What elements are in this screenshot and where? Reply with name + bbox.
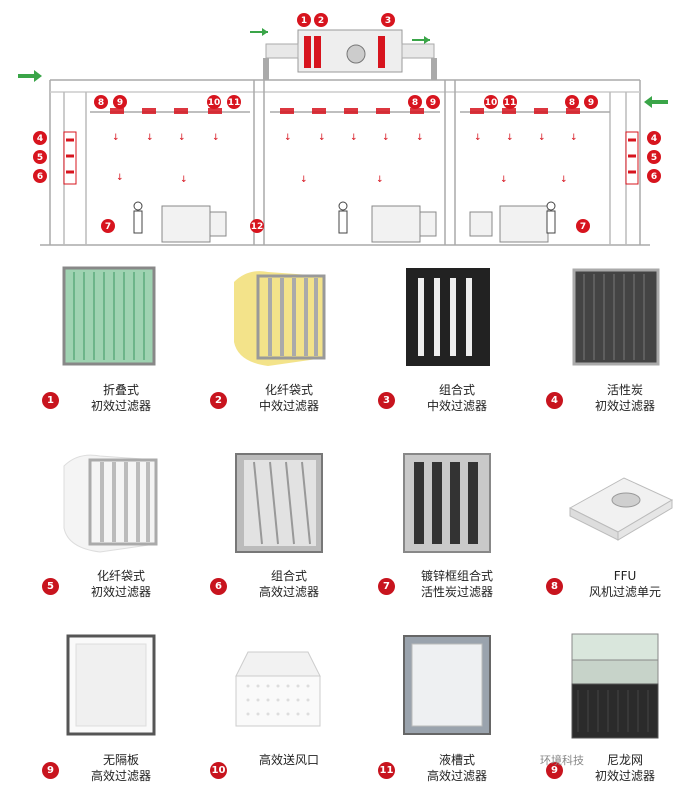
product-card: 1 折叠式初效过滤器 <box>30 262 192 432</box>
svg-text:6: 6 <box>37 172 43 182</box>
svg-text:11: 11 <box>504 98 517 108</box>
watermark: 环境科技 <box>540 754 584 767</box>
svg-text:↓: ↓ <box>180 175 188 185</box>
svg-text:5: 5 <box>651 153 657 163</box>
gel-seal-hepa-icon <box>403 635 491 735</box>
svg-text:8: 8 <box>98 98 104 108</box>
product-card: 5 化纤袋式初效过滤器 <box>30 448 192 618</box>
product-card: 10 高效送风口 <box>198 632 360 802</box>
svg-text:↓: ↓ <box>560 175 568 185</box>
svg-text:9: 9 <box>588 98 594 108</box>
product-card: 7 镀锌框组合式活性炭过滤器 <box>366 448 528 618</box>
svg-text:6: 6 <box>651 172 657 182</box>
svg-text:4: 4 <box>651 134 657 144</box>
marker-1: 1 <box>301 16 307 26</box>
svg-text:↓: ↓ <box>146 133 154 143</box>
product-card: 4 活性炭初效过滤器 <box>534 262 692 432</box>
svg-text:↓: ↓ <box>500 175 508 185</box>
svg-text:↓: ↓ <box>112 133 120 143</box>
svg-text:↓: ↓ <box>416 133 424 143</box>
svg-text:11: 11 <box>228 98 241 108</box>
product-card: 9 无隔板高效过滤器 <box>30 632 192 802</box>
marker-2: 2 <box>318 16 324 26</box>
nylon-mesh-filter-icon <box>571 633 659 739</box>
svg-text:7: 7 <box>580 222 586 232</box>
svg-text:7: 7 <box>105 222 111 232</box>
product-card: 9 尼龙网初效过滤器 <box>534 632 692 802</box>
svg-text:↓: ↓ <box>300 175 308 185</box>
svg-text:12: 12 <box>251 222 264 232</box>
svg-text:9: 9 <box>430 98 436 108</box>
pleated-filter-icon <box>62 266 156 366</box>
product-card: 3 组合式中效过滤器 <box>366 262 528 432</box>
v-bank-filter-black-icon <box>406 268 490 366</box>
hepa-air-outlet-icon <box>235 651 321 727</box>
carbon-panel-filter-icon <box>572 268 660 366</box>
svg-text:10: 10 <box>485 98 498 108</box>
svg-text:8: 8 <box>569 98 575 108</box>
product-card: 6 组合式高效过滤器 <box>198 448 360 618</box>
ffu-unit-icon <box>568 477 674 541</box>
cleanroom-airflow-diagram: ↓ ↓ ↓ ↓ ↓ ↓ ↓ ↓ ↓ ↓ ↓ ↓ ↓ ↓ ↓ ↓ ↓ ↓ ↓ 1 2 3 8 9 <box>18 13 668 246</box>
v-bank-filter-steel-icon <box>235 453 323 553</box>
galvanized-carbon-filter-icon <box>403 453 491 553</box>
svg-text:↓: ↓ <box>382 133 390 143</box>
svg-text:↓: ↓ <box>178 133 186 143</box>
bag-filter-white-icon <box>63 454 158 553</box>
product-card: 2 化纤袋式中效过滤器 <box>198 262 360 432</box>
svg-text:9: 9 <box>117 98 123 108</box>
svg-text:↓: ↓ <box>376 175 384 185</box>
marker-3: 3 <box>385 16 391 26</box>
svg-text:10: 10 <box>208 98 221 108</box>
svg-text:↓: ↓ <box>506 133 514 143</box>
product-card: 11 液槽式高效过滤器 <box>366 632 528 802</box>
svg-text:8: 8 <box>412 98 418 108</box>
svg-text:5: 5 <box>37 153 43 163</box>
svg-text:↓: ↓ <box>474 133 482 143</box>
air-handling-unit <box>250 28 437 80</box>
svg-text:↓: ↓ <box>538 133 546 143</box>
svg-text:↓: ↓ <box>350 133 358 143</box>
svg-text:↓: ↓ <box>570 133 578 143</box>
svg-text:↓: ↓ <box>116 173 124 183</box>
bag-filter-yellow-icon <box>234 271 326 366</box>
svg-text:↓: ↓ <box>318 133 326 143</box>
svg-text:↓: ↓ <box>212 133 220 143</box>
svg-text:4: 4 <box>37 134 43 144</box>
svg-text:↓: ↓ <box>284 133 292 143</box>
hepa-separatorless-icon <box>66 634 156 736</box>
product-number: 1 <box>42 392 59 409</box>
